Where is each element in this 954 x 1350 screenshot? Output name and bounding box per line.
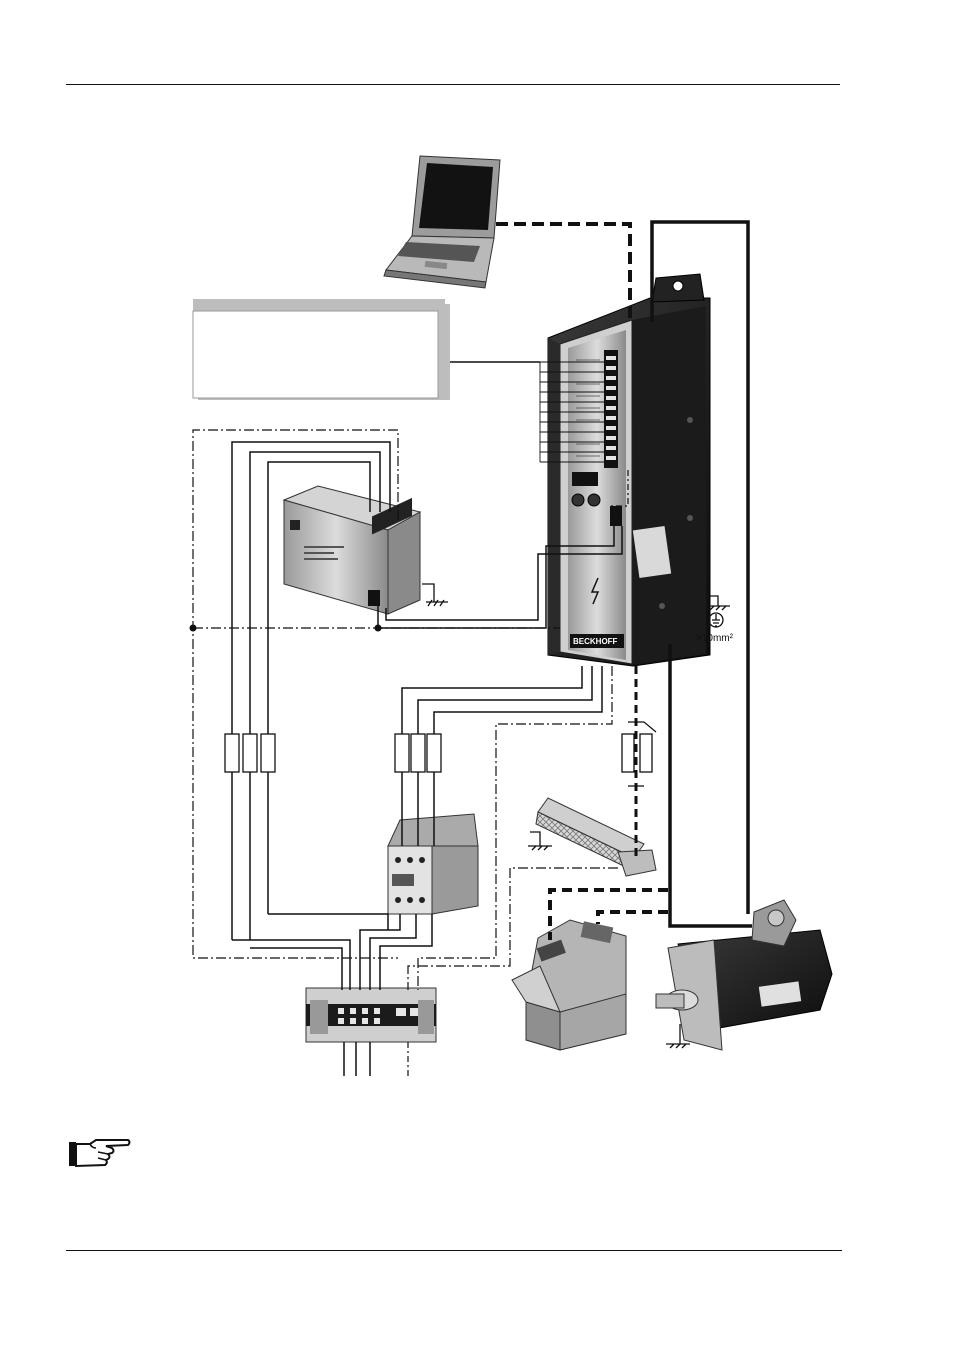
pointing-hand-icon bbox=[69, 1139, 131, 1168]
power-supply-24v bbox=[282, 485, 422, 615]
footer-rule bbox=[66, 1250, 842, 1251]
mains-contactor bbox=[387, 813, 479, 915]
laptop-pc bbox=[383, 155, 501, 289]
brake-resistor bbox=[535, 797, 657, 877]
ground-cross-section-label: >10mm² bbox=[696, 633, 734, 644]
ground-symbol bbox=[706, 595, 730, 628]
header-rule bbox=[66, 84, 840, 85]
junction-dot bbox=[374, 624, 382, 632]
control-io-box bbox=[192, 299, 450, 400]
ground-symbol bbox=[422, 583, 448, 607]
wiring bbox=[192, 220, 752, 1076]
ground-symbol bbox=[666, 1024, 690, 1049]
fuses bbox=[224, 733, 653, 773]
servo-motor bbox=[655, 899, 833, 1051]
ground-symbol bbox=[528, 831, 552, 851]
drive-brand-label: BECKHOFF bbox=[573, 637, 618, 646]
junction-dot bbox=[189, 624, 197, 632]
mains-filter bbox=[511, 919, 627, 1051]
servo-drive: BECKHOFF bbox=[547, 273, 711, 667]
terminal-strip bbox=[305, 987, 437, 1043]
